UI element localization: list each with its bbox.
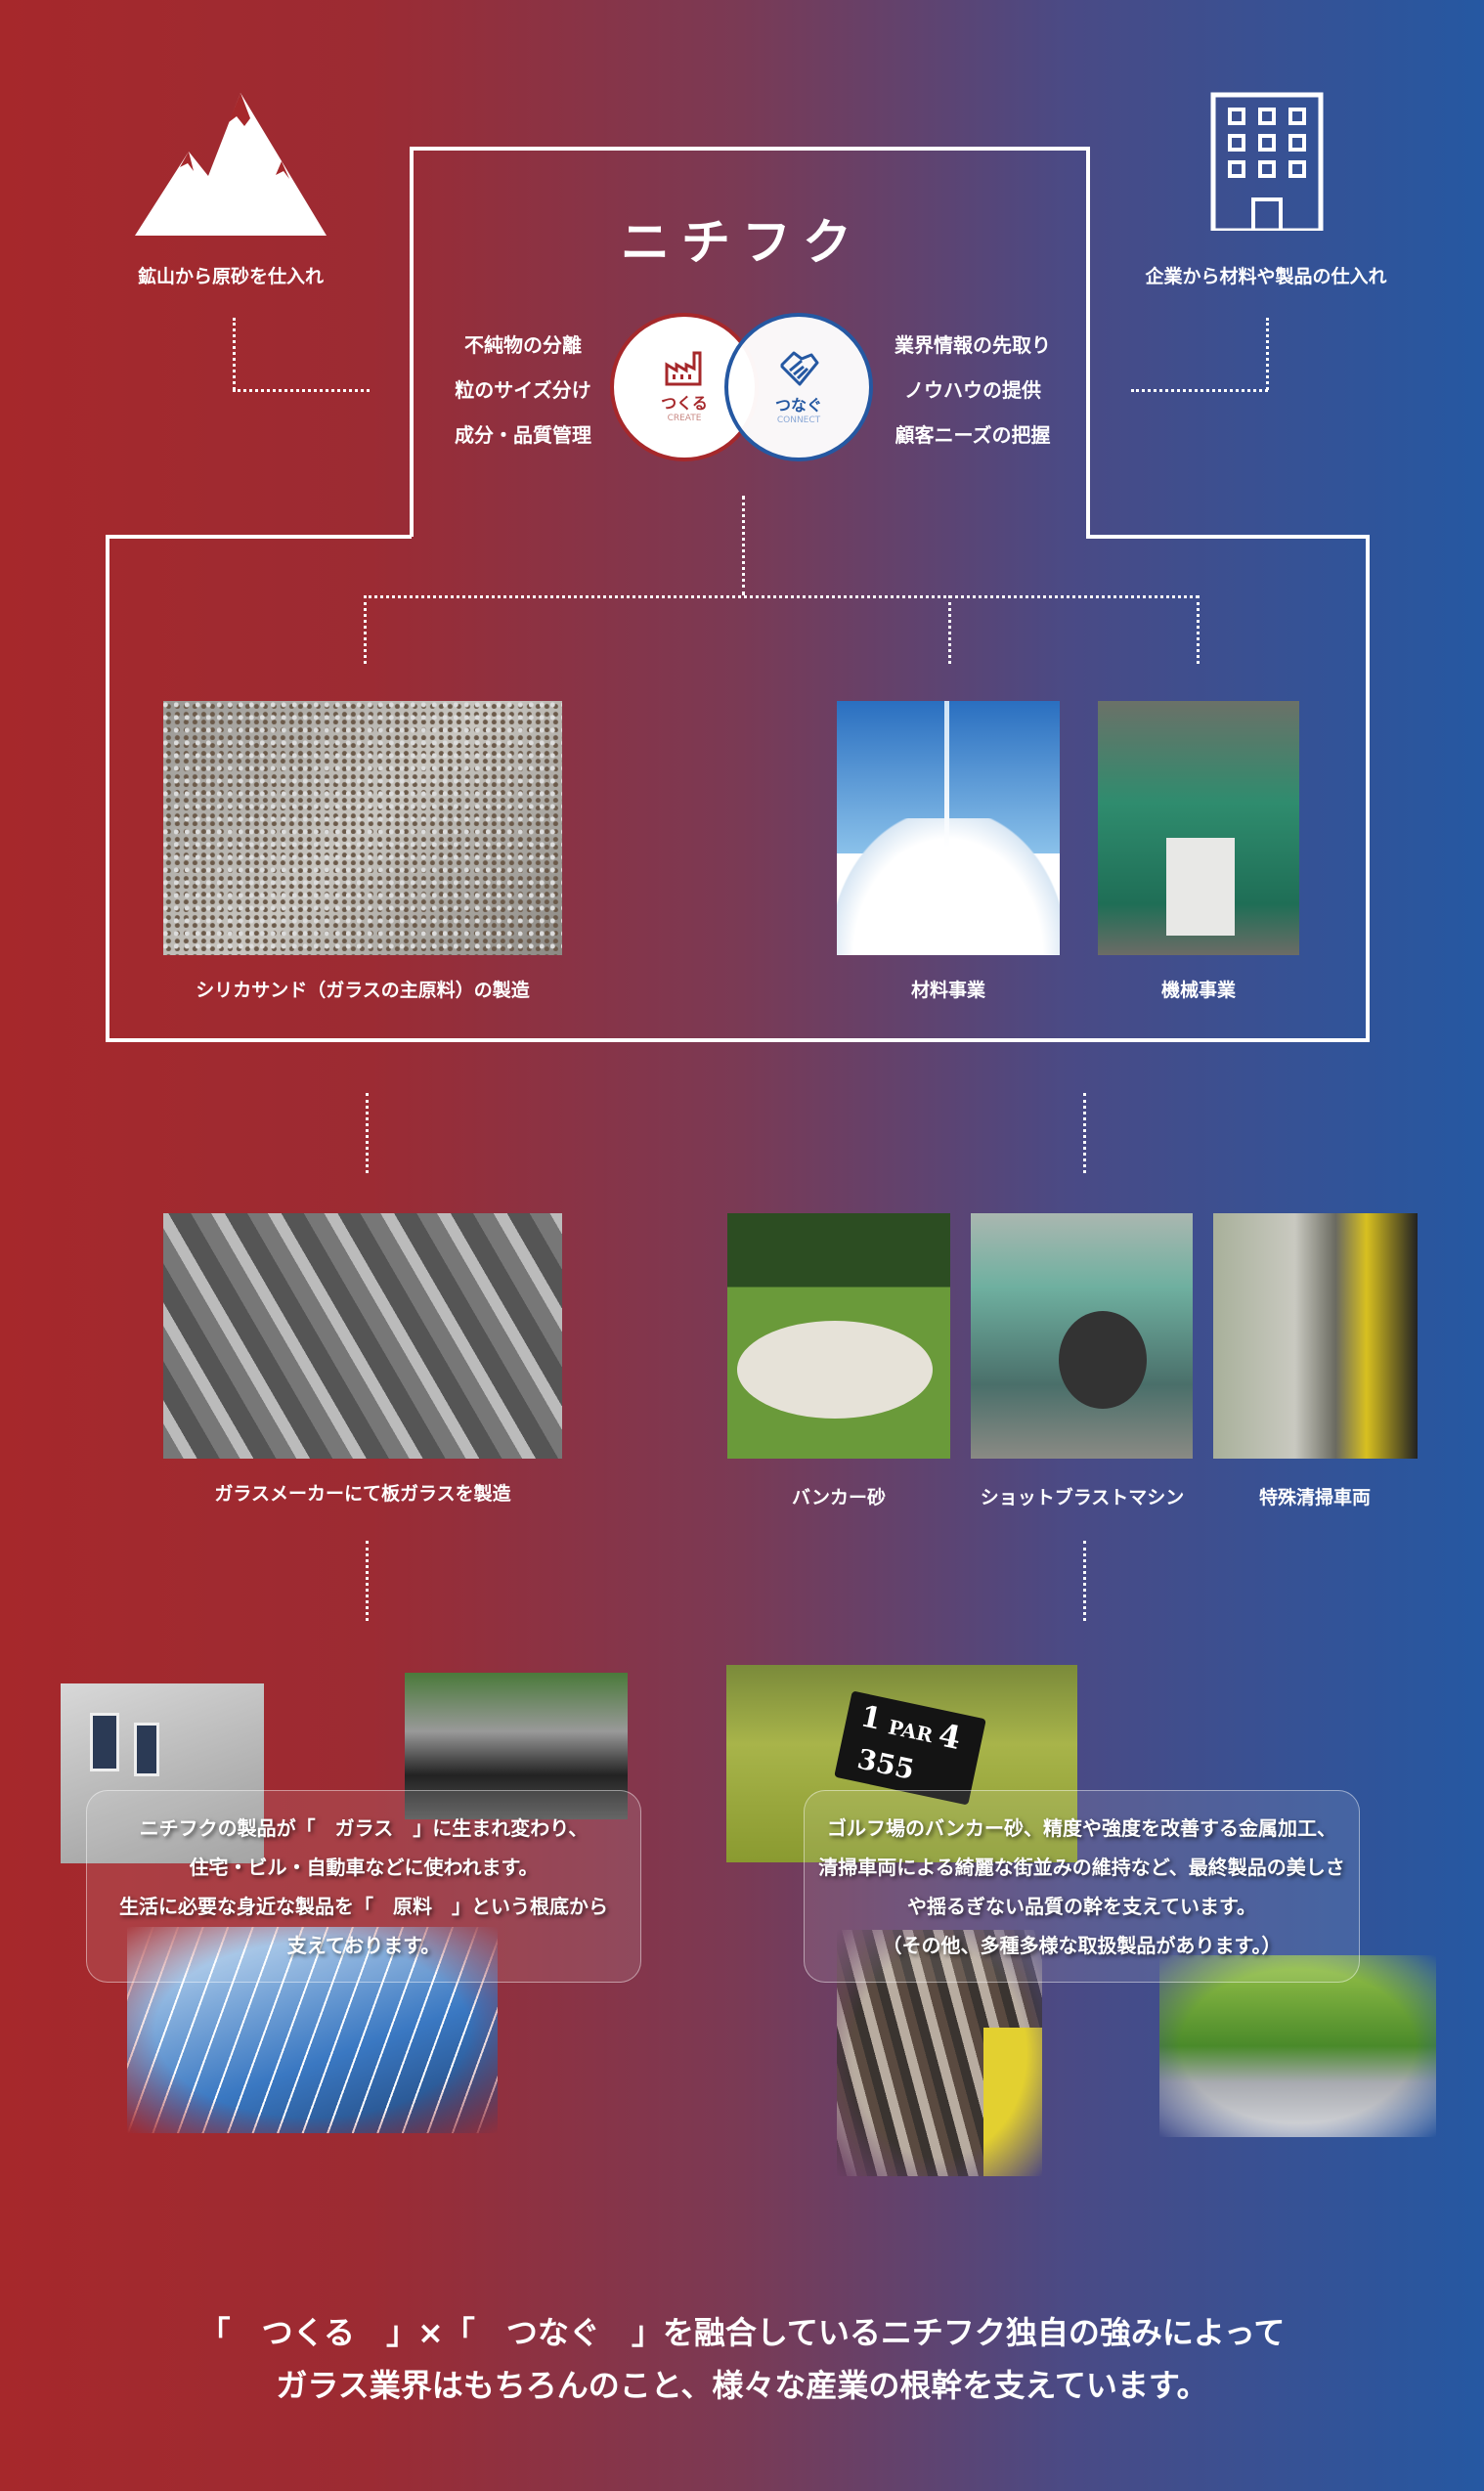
mountain-icon <box>135 93 327 236</box>
feature: 成分・品質管理 <box>455 423 591 447</box>
feature: 不純物の分離 <box>464 333 582 357</box>
feature: 顧客ニーズの把握 <box>895 423 1051 447</box>
connector <box>233 389 370 392</box>
factory-icon <box>665 351 702 386</box>
glass-factory-photo <box>163 1213 562 1459</box>
summary-line: （その他、多種多様な取扱製品があります。） <box>882 1933 1282 1957</box>
company-title: ニチフク <box>621 214 863 271</box>
connector <box>366 1541 369 1621</box>
office-building-photo <box>127 1927 498 2133</box>
summary-line: 住宅・ビル・自動車などに使われます。 <box>189 1855 539 1879</box>
connector <box>1083 1541 1086 1621</box>
create-jp: つくる <box>661 394 708 413</box>
connect-en: CONNECT <box>776 415 821 425</box>
shot-blast-photo <box>971 1213 1193 1459</box>
connector <box>742 496 745 595</box>
company-label: 企業から材料や製品の仕入れ <box>1145 266 1387 287</box>
connector <box>1266 318 1269 390</box>
bunker-photo <box>727 1213 950 1459</box>
sweeper-truck-photo <box>1213 1213 1418 1459</box>
application-label: ガラスメーカーにて板ガラスを製造 <box>214 1483 511 1505</box>
summary-line: 清掃車両による綺麗な街並みの維持など、最終製品の美しさ <box>818 1855 1345 1879</box>
summary-line: ニチフクの製品が「 ガラス 」に生まれ変わり、 <box>139 1815 589 1840</box>
connector <box>366 1093 369 1173</box>
connector <box>1131 389 1268 392</box>
connector <box>1197 595 1200 664</box>
connect-circle: つなぐ CONNECT <box>724 313 873 461</box>
connector <box>1083 1093 1086 1173</box>
mine-label: 鉱山から原砂を仕入れ <box>137 266 325 287</box>
building-icon <box>1210 92 1324 231</box>
summary-line: 支えております。 <box>286 1933 441 1957</box>
connector <box>233 318 236 390</box>
closing-line: 「 つくる 」×「 つなぐ 」を融合しているニチフク独自の強みによって <box>198 2314 1286 2351</box>
business-label: シリカサンド（ガラスの主原料）の製造 <box>196 980 530 1001</box>
house-photo <box>61 1683 264 1863</box>
connector <box>364 595 367 664</box>
summary-line: や揺るぎない品質の幹を支えています。 <box>907 1894 1256 1918</box>
nichifuku-frame <box>106 147 1370 1042</box>
hole-number: 1 <box>857 1699 885 1737</box>
right-summary: ゴルフ場のバンカー砂、精度や強度を改善する金属加工、 清掃車両による綺麗な街並み… <box>804 1790 1360 1983</box>
feature: 業界情報の先取り <box>895 333 1051 357</box>
create-en: CREATE <box>667 414 702 423</box>
connector <box>948 595 951 664</box>
par-label: PAR <box>886 1715 936 1748</box>
machinery-photo <box>1098 701 1299 955</box>
summary-line: 生活に必要な身近な製品を「 原料 」という根底から <box>119 1894 608 1918</box>
business-label: 材料事業 <box>910 980 986 1001</box>
create-features: 不純物の分離 粒のサイズ分け 成分・品質管理 <box>440 323 606 458</box>
application-label: バンカー砂 <box>792 1487 886 1508</box>
material-photo <box>837 701 1060 955</box>
golf-course-photo: 1 PAR 4 355 <box>726 1665 1077 1862</box>
business-label: 機械事業 <box>1160 980 1237 1001</box>
feature: ノウハウの提供 <box>904 378 1041 402</box>
left-summary: ニチフクの製品が「 ガラス 」に生まれ変わり、 住宅・ビル・自動車などに使われま… <box>86 1790 641 1983</box>
connect-features: 業界情報の先取り ノウハウの提供 顧客ニーズの把握 <box>880 323 1066 458</box>
tree-lined-street-photo <box>1159 1955 1436 2137</box>
handshake-icon <box>780 351 819 386</box>
connector <box>364 595 1199 598</box>
feature: 粒のサイズ分け <box>455 378 591 402</box>
turbine-photo <box>837 1930 1042 2176</box>
summary-line: ゴルフ場のバンカー砂、精度や強度を改善する金属加工、 <box>827 1815 1336 1840</box>
golf-sign: 1 PAR 4 355 <box>834 1690 986 1806</box>
application-label: 特殊清掃車両 <box>1258 1487 1372 1508</box>
closing-line: ガラス業界はもちろんのこと、様々な産業の根幹を支えています。 <box>276 2367 1208 2404</box>
closing-message: 「 つくる 」×「 つなぐ 」を融合しているニチフク独自の強みによって ガラス業… <box>199 2306 1286 2412</box>
silica-sand-photo <box>163 701 562 955</box>
par-number: 4 <box>935 1716 965 1758</box>
car-photo <box>405 1673 628 1819</box>
application-label: ショットブラストマシン <box>980 1487 1185 1508</box>
connect-jp: つなぐ <box>774 396 822 415</box>
yardage: 355 <box>854 1742 918 1786</box>
